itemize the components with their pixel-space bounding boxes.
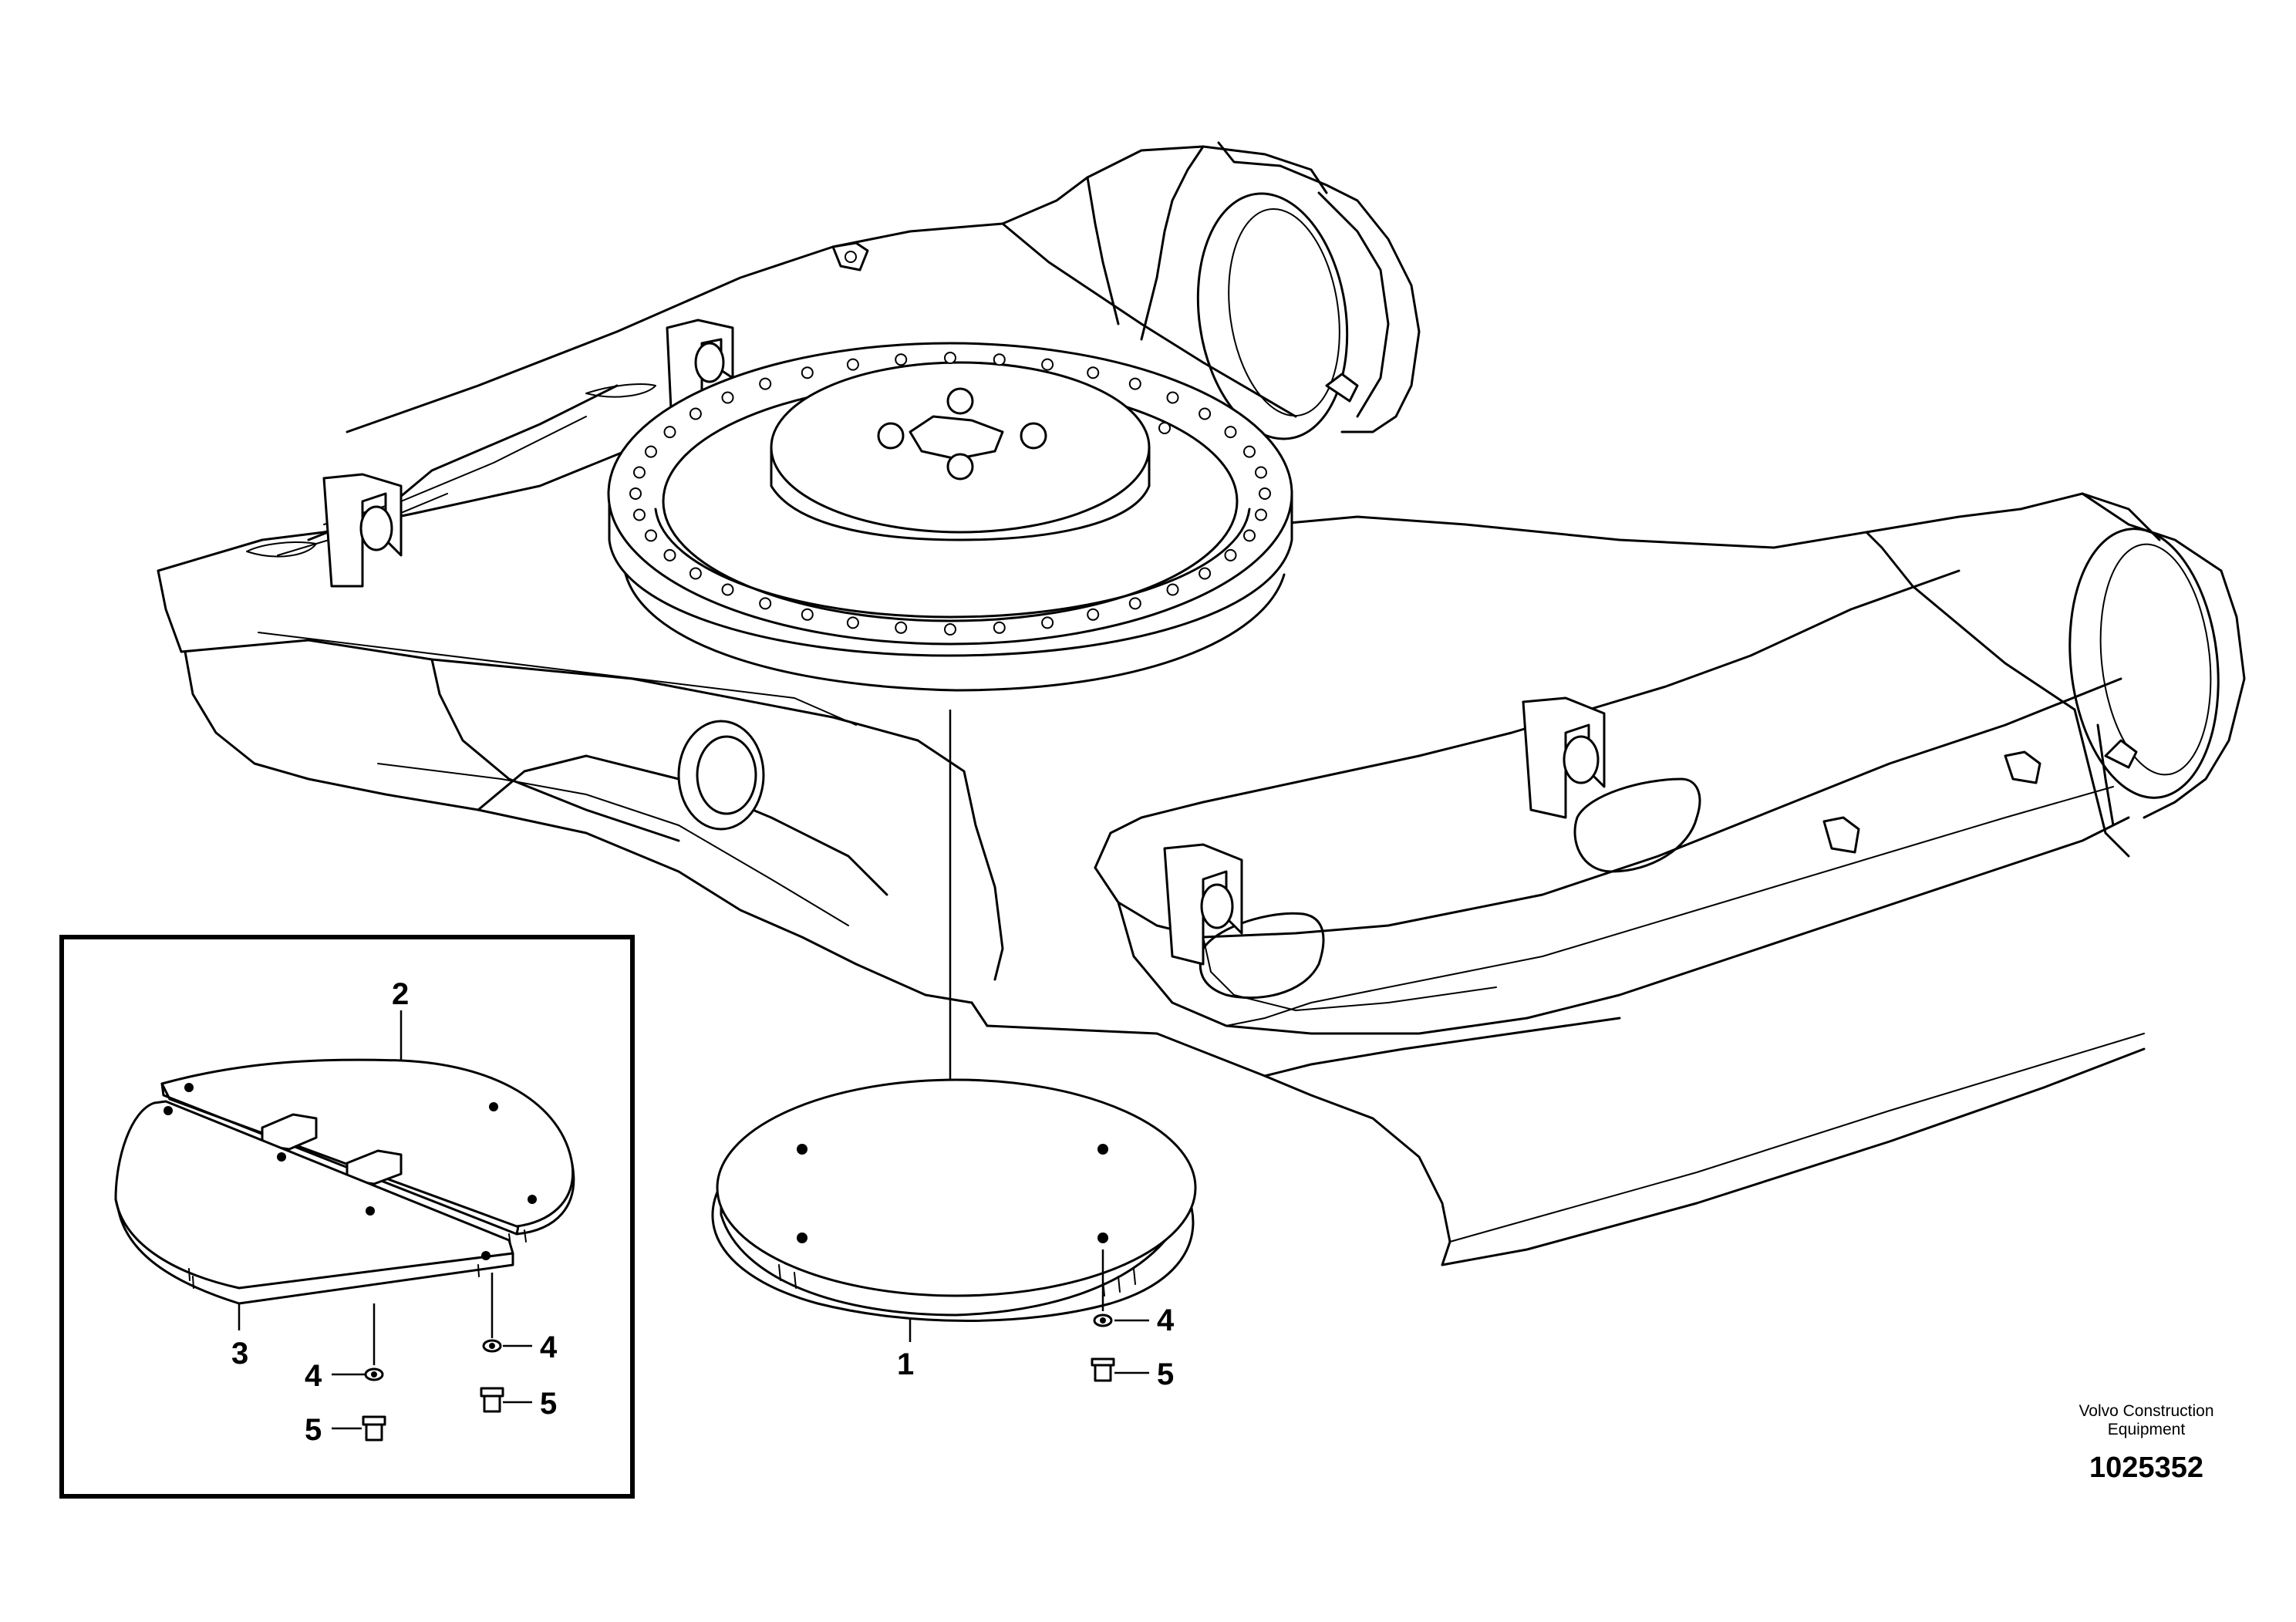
ring-bolt-hole [759, 597, 772, 610]
ring-bolt-hole [645, 529, 657, 542]
ring-bolt-hole [1087, 608, 1100, 621]
swivel-boss [677, 720, 765, 831]
callout-1: 1 [897, 1347, 914, 1381]
main-fasteners [1091, 1313, 1149, 1382]
ring-bolt-hole [721, 391, 734, 404]
ring-bolt-hole [689, 567, 702, 580]
ring-bolt-hole [801, 366, 814, 379]
ring-bolt-hole [993, 621, 1006, 634]
frame-openings [246, 383, 1701, 1000]
ring-bolt-hole [1041, 616, 1054, 629]
ring-bolt-hole [1128, 597, 1141, 610]
ring-bolt-hole [846, 358, 859, 371]
ring-bolt-hole [846, 616, 859, 629]
ring-bolt-hole [1243, 529, 1256, 542]
ring-bolt-hole [1259, 487, 1271, 500]
ring-bolt-hole [1255, 466, 1267, 479]
ring-bolt-hole [633, 508, 646, 521]
ring-bolt-hole [1128, 377, 1141, 390]
drawing-footer: Volvo Construction Equipment 1025352 [2079, 1402, 2213, 1484]
frame-lugs [322, 241, 2138, 966]
ring-bolt-hole [663, 548, 676, 561]
ring-bolt-hole [993, 353, 1006, 366]
ring-bolt-hole [645, 445, 657, 458]
callout-4-inset-left: 4 [305, 1359, 322, 1393]
ring-bolt-hole [895, 621, 908, 634]
drawing-number: 1025352 [2089, 1452, 2203, 1484]
callout-5-inset-left: 5 [305, 1413, 322, 1447]
ring-bolt-hole [1199, 407, 1212, 420]
ring-bolt-hole [1166, 391, 1179, 404]
ring-bolt-hole [944, 623, 956, 636]
ring-bolt-hole [689, 407, 702, 420]
ring-bolt-hole [1255, 508, 1267, 521]
cover-plate-main [711, 710, 1197, 1342]
callout-3: 3 [231, 1337, 248, 1371]
callout-4-inset-right: 4 [540, 1330, 558, 1364]
ring-bolt-hole [944, 352, 956, 364]
ring-bolt-hole [1087, 366, 1100, 379]
ring-bolt-hole [1041, 358, 1054, 371]
callout-5-inset-right: 5 [540, 1387, 557, 1421]
ring-bolt-hole [759, 377, 772, 390]
ring-bolt-hole [1224, 548, 1237, 561]
callout-labels: 1 2 3 4 5 4 5 4 5 [231, 977, 1175, 1447]
ring-bolt-hole [1224, 426, 1237, 439]
inset-detail [59, 935, 635, 1499]
ring-bolt-hole [633, 466, 646, 479]
ring-bolt-hole [895, 353, 908, 366]
manufacturer-credit-line2: Equipment [2108, 1421, 2186, 1438]
ring-bolt-hole [629, 487, 642, 500]
callout-5-main: 5 [1157, 1357, 1174, 1391]
ring-bolt-hole [1166, 583, 1179, 596]
ring-bolt-hole [1199, 567, 1212, 580]
manufacturer-credit-line1: Volvo Construction [2079, 1402, 2213, 1420]
ring-bolt-hole [801, 608, 814, 621]
callout-4-main: 4 [1157, 1303, 1175, 1337]
ring-bolt-hole [663, 426, 676, 439]
slewing-ring [607, 342, 1293, 692]
ring-bolt-hole [1243, 445, 1256, 458]
callout-2: 2 [392, 977, 409, 1011]
ring-bolt-hole [721, 583, 734, 596]
